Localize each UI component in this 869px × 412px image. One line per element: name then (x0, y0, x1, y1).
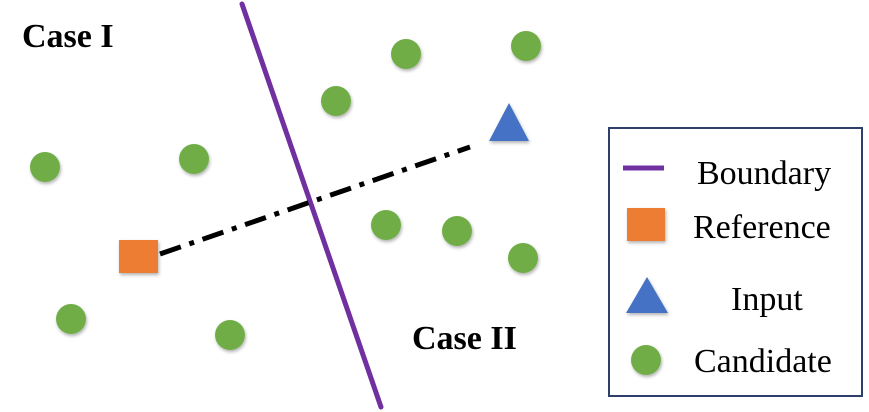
legend: Boundary Reference Input Candidate (608, 127, 863, 397)
candidate-point (391, 39, 421, 69)
case-ii-label: Case II (412, 320, 517, 357)
candidate-point (442, 216, 472, 246)
candidate-points (30, 31, 541, 350)
candidate-point (508, 243, 538, 273)
reference-input-connector (159, 144, 471, 257)
candidate-point (511, 31, 541, 61)
input-marker (489, 103, 529, 141)
candidate-point (371, 210, 401, 240)
legend-reference-swatch (627, 208, 665, 241)
reference-marker (119, 240, 158, 273)
legend-candidate-label: Candidate (694, 343, 832, 380)
candidate-point (56, 304, 86, 334)
case-i-label: Case I (22, 18, 114, 55)
legend-reference-label: Reference (693, 209, 831, 246)
legend-boundary-label: Boundary (697, 155, 831, 192)
boundary-line (239, 1, 384, 410)
legend-input-label: Input (731, 281, 803, 318)
candidate-point (321, 86, 351, 116)
candidate-point (179, 144, 209, 174)
legend-input-swatch (626, 277, 668, 313)
candidate-point (215, 320, 245, 350)
candidate-point (30, 152, 60, 182)
legend-candidate-swatch (631, 345, 661, 375)
